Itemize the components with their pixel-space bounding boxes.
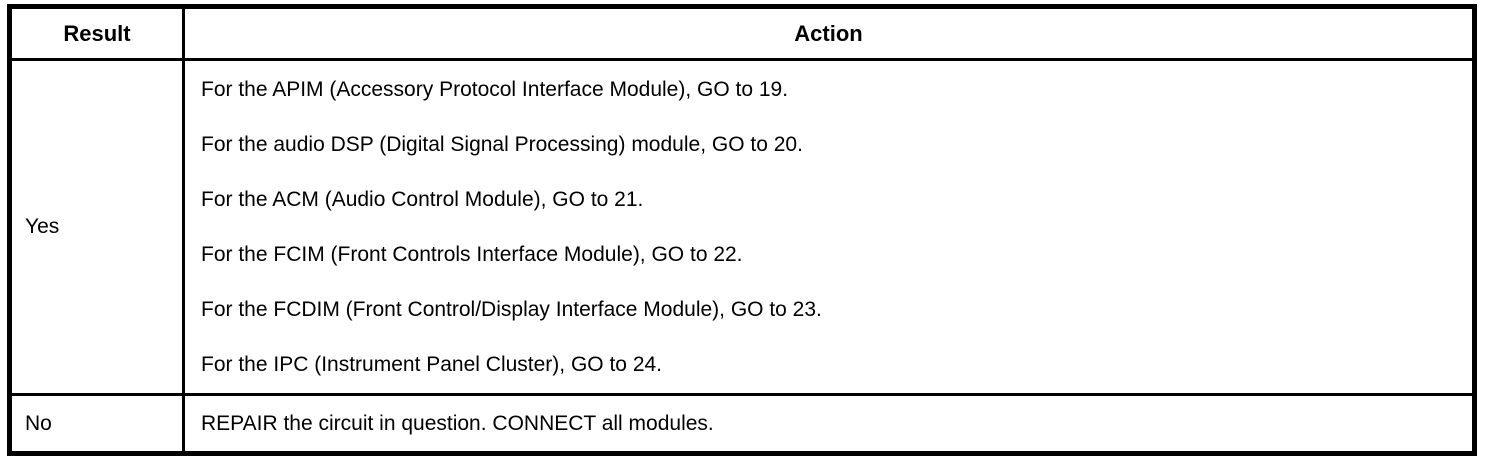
action-line-apim: For the APIM (Accessory Protocol Interfa… [201, 78, 789, 101]
action-line-repair: REPAIR the circuit in question. CONNECT … [201, 412, 714, 435]
action-line-audio-dsp: For the audio DSP (Digital Signal Proces… [201, 133, 803, 156]
result-cell-yes: Yes [8, 58, 185, 396]
action-line-fcim: For the FCIM (Front Controls Interface M… [201, 243, 743, 266]
action-cell-yes: For the APIM (Accessory Protocol Interfa… [182, 58, 1476, 396]
result-cell-no: No [8, 393, 185, 455]
result-action-table: Result Action Yes For the APIM (Accessor… [7, 4, 1477, 456]
table-row-yes: Yes For the APIM (Accessory Protocol Int… [8, 58, 1476, 396]
action-cell-no: REPAIR the circuit in question. CONNECT … [182, 393, 1476, 455]
action-line-acm: For the ACM (Audio Control Module), GO t… [201, 188, 644, 211]
table-row-no: No REPAIR the circuit in question. CONNE… [8, 393, 1476, 455]
action-line-fcdim: For the FCDIM (Front Control/Display Int… [201, 298, 822, 321]
action-line-ipc: For the IPC (Instrument Panel Cluster), … [201, 353, 663, 376]
column-header-action: Action [182, 5, 1476, 61]
table-header-row: Result Action [8, 5, 1476, 61]
column-header-result: Result [8, 5, 185, 61]
